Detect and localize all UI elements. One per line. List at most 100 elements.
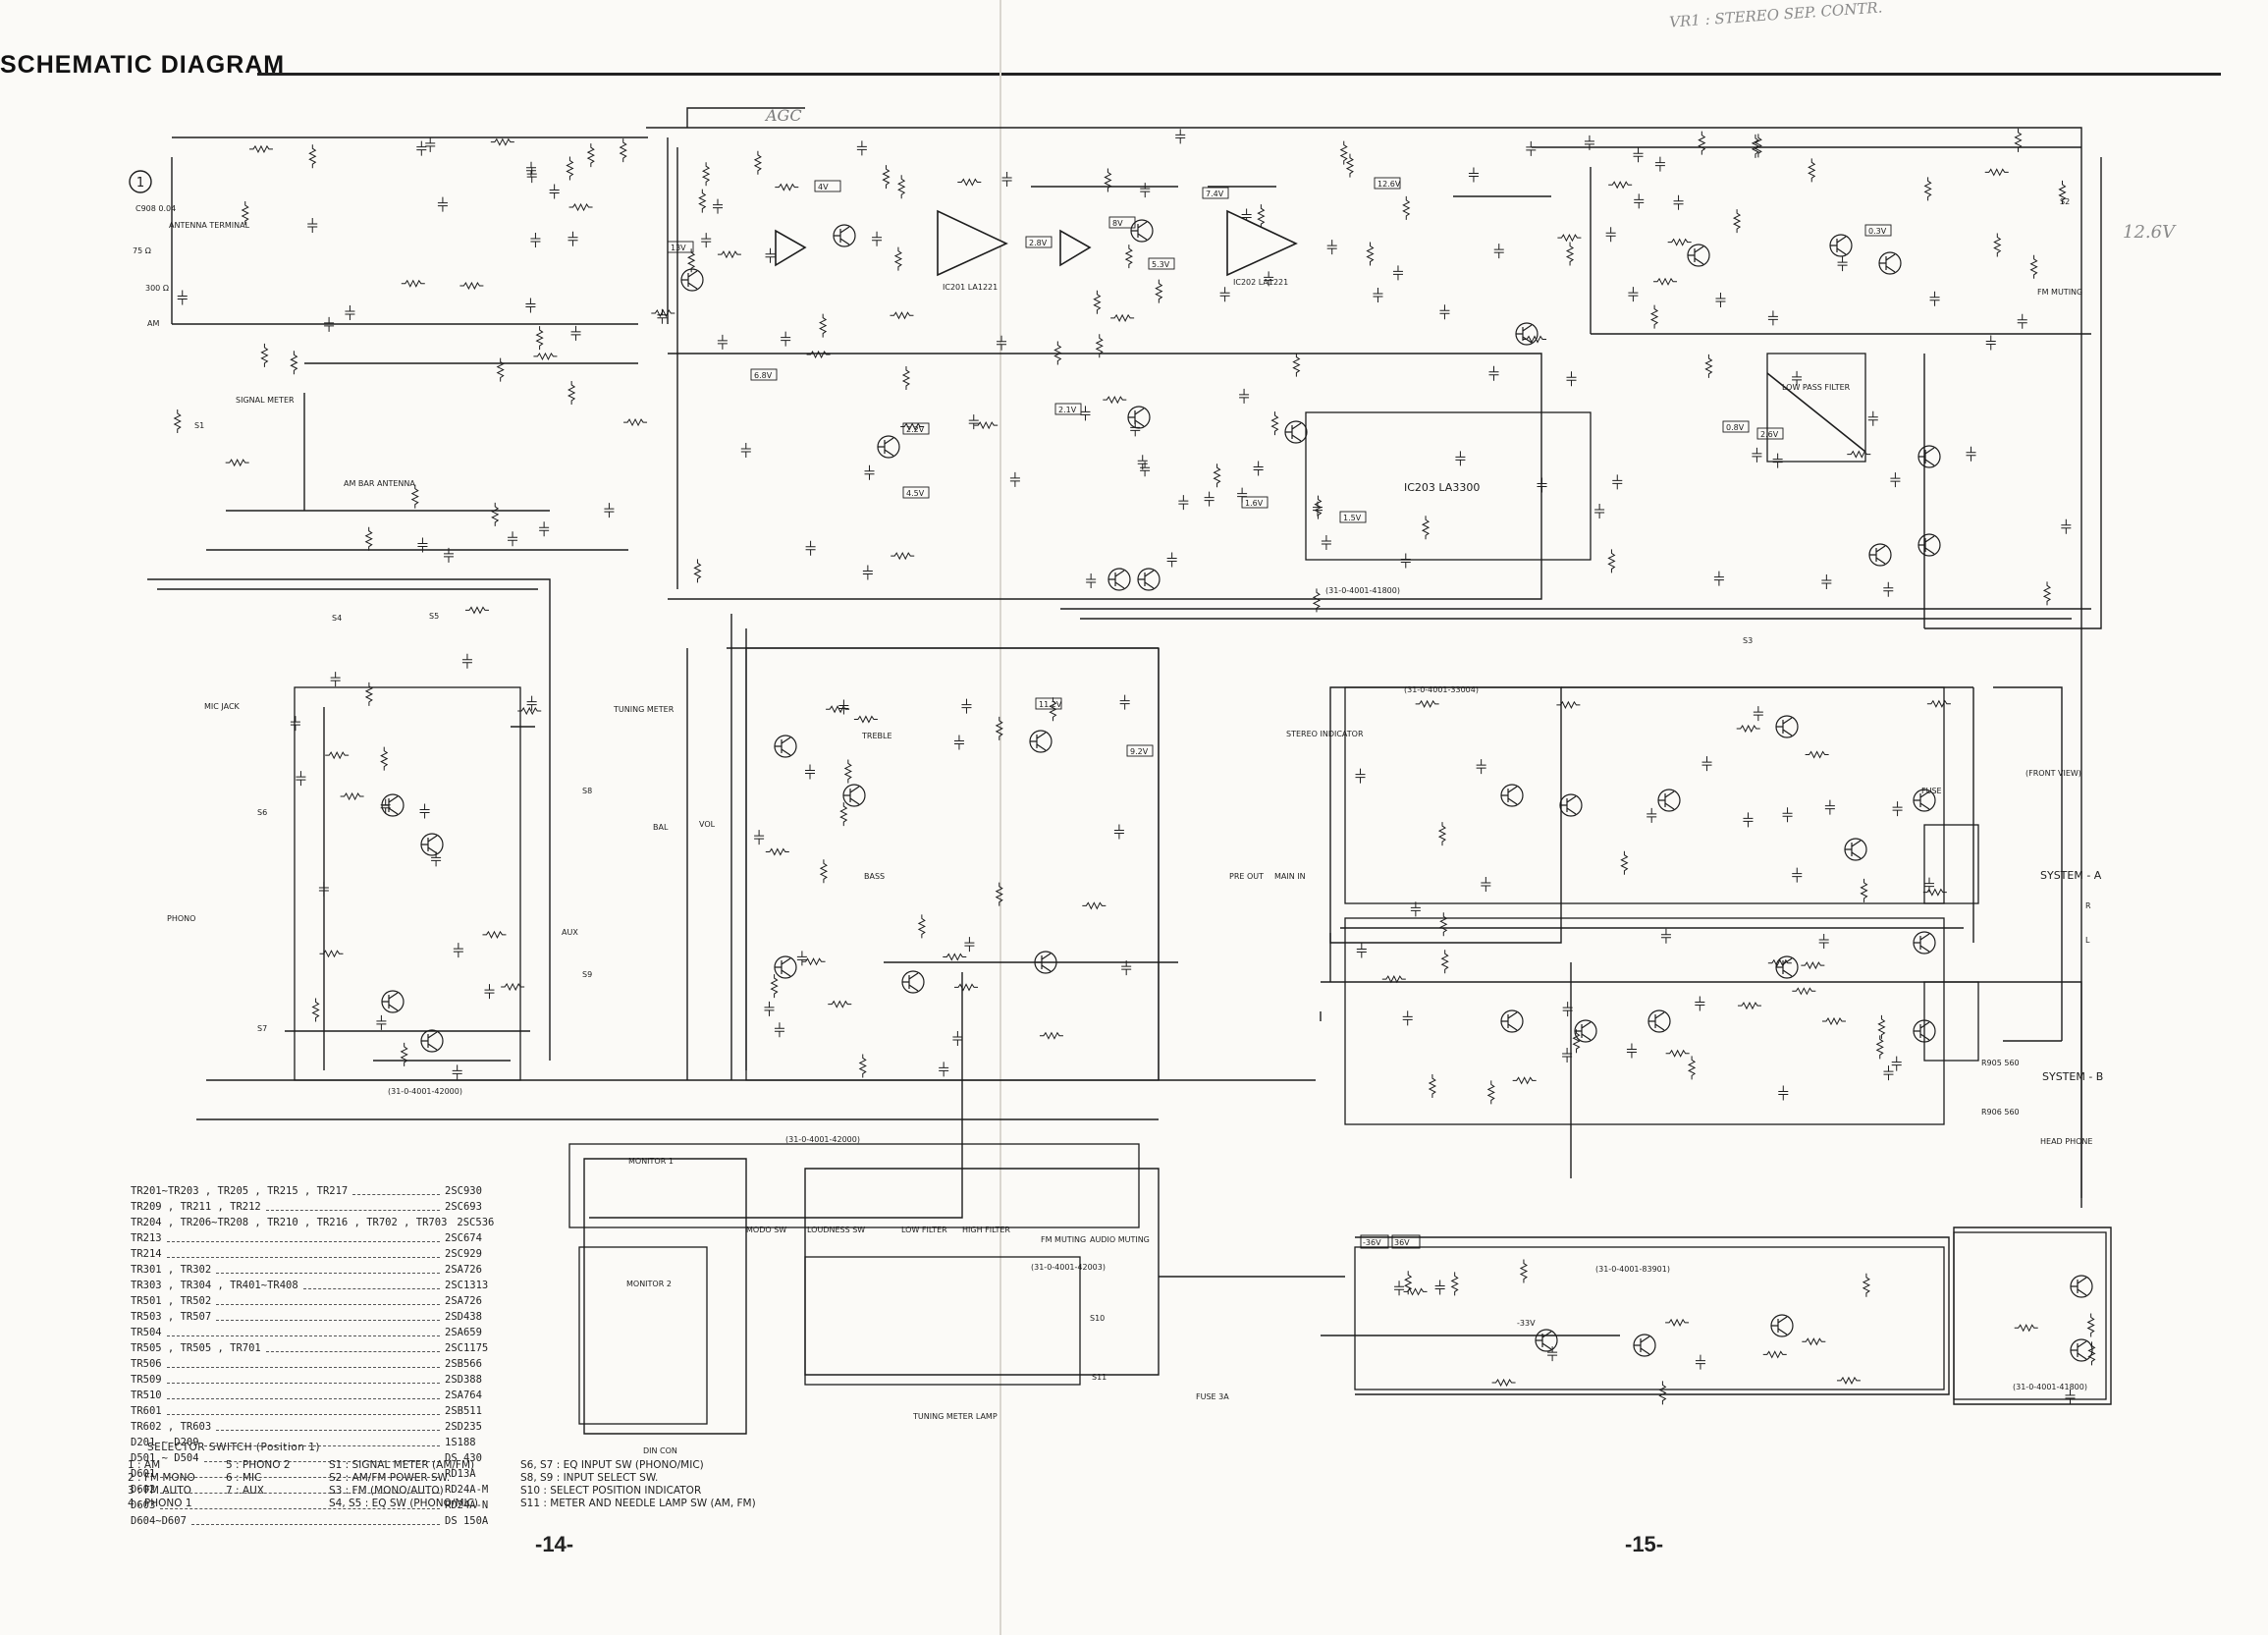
resistor xyxy=(533,352,558,361)
capacitor xyxy=(1313,501,1323,517)
voltage-box: 1.5V xyxy=(1339,511,1367,523)
capacitor xyxy=(526,161,537,177)
leader-dashes xyxy=(216,1424,440,1431)
monitor-1-label: MONITOR 1 xyxy=(628,1157,674,1166)
resistor xyxy=(687,248,696,273)
ohm75-label: 75 Ω xyxy=(133,246,151,255)
transistor-part: 1S188 xyxy=(445,1437,476,1448)
resistor xyxy=(2058,180,2067,204)
vol-label: VOL xyxy=(699,820,716,829)
capacitor xyxy=(1355,768,1366,784)
capacitor xyxy=(1612,474,1623,490)
capacitor xyxy=(1175,129,1186,144)
capacitor xyxy=(1113,824,1124,840)
transistor-symbol xyxy=(1657,789,1681,812)
resistor xyxy=(826,705,850,714)
resistor xyxy=(900,422,925,431)
selector-switches-a: S1 : SIGNAL METER (AM/FM)S2 : AM/FM POWE… xyxy=(329,1459,478,1510)
capacitor xyxy=(1929,291,1940,306)
selector-entry: 4 : PHONO 1 xyxy=(128,1498,192,1509)
voltage-value: 1.6V xyxy=(1245,499,1264,508)
resistor xyxy=(1110,313,1135,323)
voltage-value: 13V xyxy=(671,244,686,252)
transistor-ref: TR509 xyxy=(131,1374,162,1386)
voltage-box: 2.1V xyxy=(1054,403,1082,415)
transistor-symbol xyxy=(842,784,866,807)
voltage-box: 9.2V xyxy=(1126,744,1154,757)
transistor-symbol xyxy=(2070,1275,2093,1298)
transistor-part: 2SA726 xyxy=(445,1264,482,1276)
transistor-ref: TR602 , TR603 xyxy=(131,1421,212,1433)
resistor xyxy=(897,175,906,199)
aux-label: AUX xyxy=(562,928,578,937)
voltage-value: 2.8V xyxy=(1029,239,1048,247)
resistor xyxy=(1653,277,1678,286)
r906-label: R906 560 xyxy=(1981,1108,2020,1117)
leader-dashes xyxy=(203,1440,440,1446)
voltage-box: 1.6V xyxy=(1241,496,1269,509)
transistor-symbol xyxy=(1127,406,1151,429)
pcb-switch-label: (31-0-4001-42003) xyxy=(1031,1263,1106,1272)
transistor-symbol xyxy=(1130,219,1154,243)
selector-entry: S2 : AM/FM POWER SW. xyxy=(329,1472,451,1484)
s1-label: S1 xyxy=(194,421,204,430)
capacitor xyxy=(1455,451,1466,466)
resistor xyxy=(1366,242,1375,266)
capacitor xyxy=(1883,581,1894,597)
capacitor xyxy=(1264,271,1274,287)
power-amp-board xyxy=(1344,686,1945,904)
transistor-symbol xyxy=(1029,730,1053,753)
capacitor xyxy=(740,442,751,458)
capacitor xyxy=(1400,553,1411,569)
leader-dashes xyxy=(216,1314,440,1321)
capacitor xyxy=(1891,1056,1902,1071)
transistor-ref: TR505 , TR505 , TR701 xyxy=(131,1342,261,1354)
voltage-value: 12.6V xyxy=(1377,180,1401,189)
capacitor xyxy=(1782,807,1793,823)
resistor xyxy=(839,802,848,827)
transistor-symbol xyxy=(1775,955,1799,979)
voltage-boxes: 0.3V0.8V1.5V1.6V2.1V2.2V2.6V2.8V4V4.5V5.… xyxy=(667,177,1892,757)
capacitor xyxy=(1326,240,1337,255)
tuning-meter-lamp-label: TUNING METER LAMP xyxy=(912,1412,998,1421)
capacitor xyxy=(1392,265,1403,281)
capacitor xyxy=(2065,1389,2076,1404)
voltage-box: 4.5V xyxy=(902,486,930,499)
resistor xyxy=(882,165,891,190)
voltage-box: 2.2V xyxy=(902,422,930,435)
capacitor xyxy=(774,1022,784,1038)
high-filter-label: HIGH FILTER xyxy=(962,1226,1010,1234)
selector-entry: S8, S9 : INPUT SELECT SW. xyxy=(520,1472,659,1484)
capacitor xyxy=(525,298,536,313)
selector-switches-b: S6, S7 : EQ INPUT SW (PHONO/MIC)S8, S9 :… xyxy=(520,1459,756,1510)
resistor xyxy=(1698,131,1706,155)
capacitor xyxy=(330,672,341,687)
voltage-value: 0.3V xyxy=(1868,227,1887,236)
treble-label: TREBLE xyxy=(861,732,892,740)
resistor xyxy=(693,559,702,583)
capacitor xyxy=(1121,960,1132,976)
transistor-symbol xyxy=(1878,251,1902,275)
transistor-symbol xyxy=(1913,931,1936,954)
resistor xyxy=(819,859,829,884)
capacitor xyxy=(1001,172,1012,188)
capacitor xyxy=(526,695,537,711)
selector-entry: 1 : AM xyxy=(128,1459,161,1471)
resistor xyxy=(717,250,741,259)
v-neg36-box: -36V xyxy=(1360,1234,1389,1249)
selector-entry: S6, S7 : EQ INPUT SW (PHONO/MIC) xyxy=(520,1459,704,1471)
capacitor xyxy=(1526,140,1537,156)
resistor xyxy=(954,983,979,992)
resistor xyxy=(1403,1287,1428,1296)
transistor-symbol xyxy=(1500,1009,1524,1033)
capacitor xyxy=(1594,504,1605,519)
resistor xyxy=(1082,901,1107,910)
power-supply-board xyxy=(1354,1246,1945,1390)
c908-label: C908 0.04 xyxy=(135,204,176,213)
capacitor xyxy=(1356,943,1367,958)
